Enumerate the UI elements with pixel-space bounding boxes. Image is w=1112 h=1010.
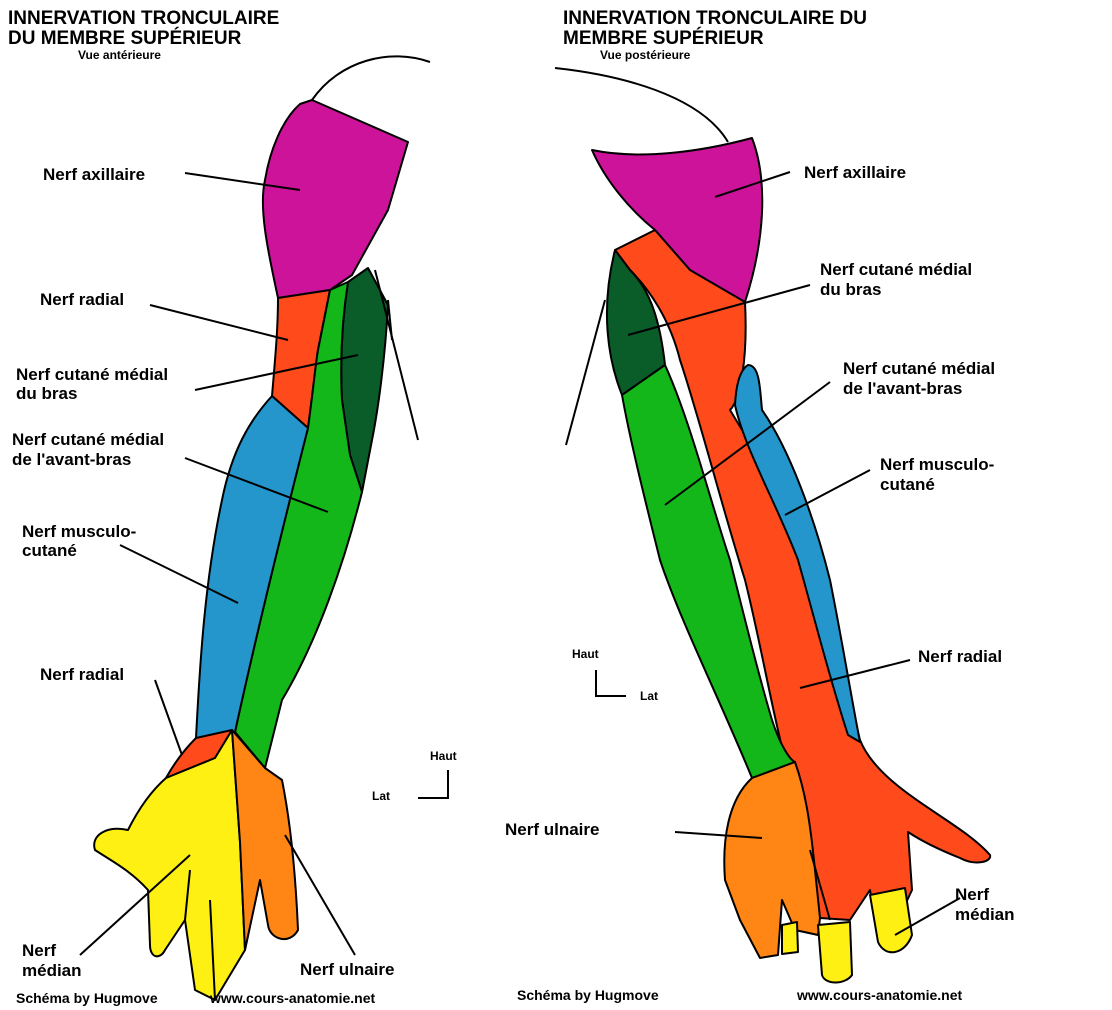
posterior-label-musculocutaneous-2: cutané xyxy=(880,475,935,494)
anterior-title-line1: INNERVATION TRONCULAIRE xyxy=(8,8,279,29)
anterior-label-cutaneous-forearm-1: Nerf cutané médial xyxy=(12,430,164,449)
anterior-leader-radial-arm xyxy=(150,305,288,340)
anterior-website: www.cours-anatomie.net xyxy=(209,990,376,1006)
posterior-label-radial: Nerf radial xyxy=(918,647,1002,666)
posterior-title-line2: MEMBRE SUPÉRIEUR xyxy=(563,27,764,49)
posterior-median-fingertip-2 xyxy=(818,922,852,983)
posterior-label-musculocutaneous-1: Nerf musculo- xyxy=(880,455,994,474)
anterior-view: INNERVATION TRONCULAIRE DU MEMBRE SUPÉRI… xyxy=(8,8,457,1006)
anterior-orientation-axes xyxy=(418,770,448,798)
anterior-label-ulnar: Nerf ulnaire xyxy=(300,960,394,979)
anterior-label-radial-arm: Nerf radial xyxy=(40,290,124,309)
anterior-label-cutaneous-forearm-2: de l'avant-bras xyxy=(12,450,131,469)
posterior-label-cutaneous-forearm-2: de l'avant-bras xyxy=(843,379,962,398)
anterior-label-musculocutaneous-1: Nerf musculo- xyxy=(22,522,136,541)
posterior-label-axillary: Nerf axillaire xyxy=(804,163,906,182)
anterior-label-musculocutaneous-2: cutané xyxy=(22,541,77,560)
posterior-label-cutaneous-arm-2: du bras xyxy=(820,280,881,299)
anterior-label-median-2: médian xyxy=(22,961,82,980)
anterior-orientation-up: Haut xyxy=(430,749,457,763)
posterior-label-ulnar: Nerf ulnaire xyxy=(505,820,599,839)
anterior-label-axillary: Nerf axillaire xyxy=(43,165,145,184)
posterior-orientation-marker: Haut Lat xyxy=(572,647,658,703)
anterior-orientation-side: Lat xyxy=(372,789,390,803)
anterior-orientation-marker: Haut Lat xyxy=(372,749,457,803)
anterior-leader-radial-hand xyxy=(155,680,182,755)
anterior-label-cutaneous-arm-2: du bras xyxy=(16,384,77,403)
posterior-orientation-up: Haut xyxy=(572,647,599,661)
posterior-label-median-1: Nerf xyxy=(955,885,989,904)
anterior-axillary-region xyxy=(263,100,408,298)
posterior-label-cutaneous-arm-1: Nerf cutané médial xyxy=(820,260,972,279)
posterior-credit: Schéma by Hugmove xyxy=(517,987,659,1003)
anterior-label-median-1: Nerf xyxy=(22,941,56,960)
posterior-website: www.cours-anatomie.net xyxy=(796,987,963,1003)
anterior-label-cutaneous-arm-1: Nerf cutané médial xyxy=(16,365,168,384)
anterior-label-radial-hand: Nerf radial xyxy=(40,665,124,684)
posterior-subtitle: Vue postérieure xyxy=(600,48,691,62)
anterior-title-line2: DU MEMBRE SUPÉRIEUR xyxy=(8,27,242,49)
posterior-label-median-2: médian xyxy=(955,905,1015,924)
anterior-subtitle: Vue antérieure xyxy=(78,48,161,62)
posterior-orientation-axes xyxy=(596,670,626,696)
posterior-neck-line xyxy=(555,68,728,142)
posterior-median-fingertip-3 xyxy=(870,888,912,952)
anterior-neck-line xyxy=(312,56,430,100)
posterior-view: INNERVATION TRONCULAIRE DU MEMBRE SUPÉRI… xyxy=(505,8,1015,1003)
posterior-armpit-line xyxy=(566,300,605,445)
posterior-median-fingertip-1 xyxy=(782,922,798,954)
posterior-label-cutaneous-forearm-1: Nerf cutané médial xyxy=(843,359,995,378)
anterior-credit: Schéma by Hugmove xyxy=(16,990,158,1006)
posterior-title-line1: INNERVATION TRONCULAIRE DU xyxy=(563,8,867,29)
posterior-orientation-side: Lat xyxy=(640,689,658,703)
